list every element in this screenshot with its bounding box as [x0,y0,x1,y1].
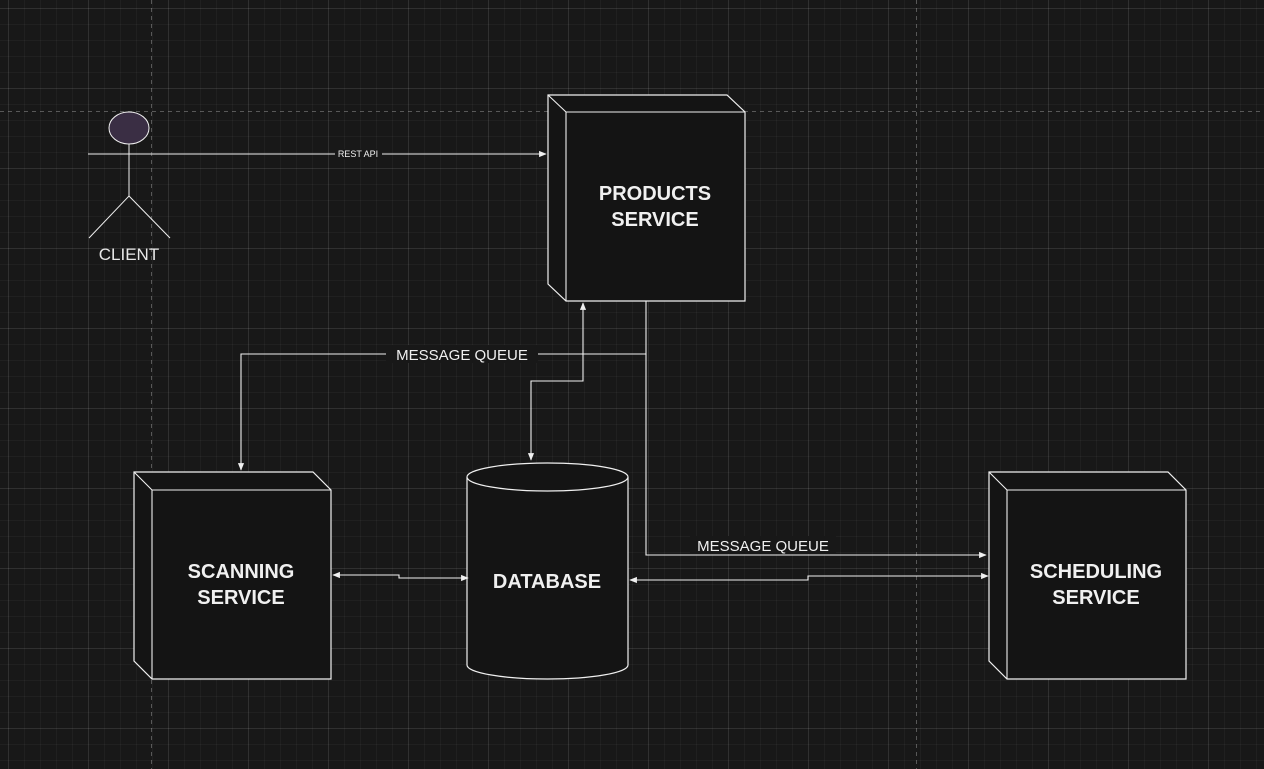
edge-queue-to-scheduling-label: MESSAGE QUEUE [697,538,829,555]
edge-scanning-database[interactable] [332,571,469,582]
scanning-service-outline [133,471,332,680]
edge-products-database[interactable] [527,302,587,461]
edge-products-database-line [527,302,587,461]
scheduling-service-label-line1: SCHEDULING [1030,561,1162,583]
edge-queue-to-scheduling[interactable]: MESSAGE QUEUE [645,354,987,559]
products-service-node[interactable]: PRODUCTS SERVICE [547,94,746,302]
edge-queue-to-scanning[interactable]: MESSAGE QUEUE [237,301,647,471]
database-body [466,477,629,680]
client-right-leg [128,195,171,239]
client-actor[interactable]: CLIENT [88,111,171,264]
scheduling-service-label-line2: SERVICE [1052,587,1139,609]
edge-queue-to-scheduling-label-bg [690,536,836,554]
products-service-label-line1: PRODUCTS [599,183,711,205]
client-label: CLIENT [99,245,159,264]
edge-rest-api-label-bg [335,149,382,159]
scheduling-service-node[interactable]: SCHEDULING SERVICE [988,471,1187,680]
edge-database-scheduling-line [629,572,989,584]
edge-queue-to-scheduling-line [645,354,987,559]
edge-rest-api[interactable]: REST API [170,149,547,159]
scheduling-service-outline [988,471,1187,680]
database-label: DATABASE [493,571,601,593]
edge-rest-api-label: REST API [338,149,378,159]
client-head [108,111,150,145]
edge-queue-to-scanning-label: MESSAGE QUEUE [396,347,528,364]
scanning-service-node[interactable]: SCANNING SERVICE [133,471,332,680]
edge-queue-to-scanning-label-bg [386,345,538,363]
client-left-leg [88,195,130,239]
scanning-service-label-line2: SERVICE [197,587,284,609]
database-top [466,462,629,492]
scanning-service-label-line1: SCANNING [188,561,295,583]
products-service-label-line2: SERVICE [611,209,698,231]
edge-scanning-database-line [332,571,469,582]
products-service-outline [547,94,746,302]
edge-database-scheduling[interactable] [629,572,989,584]
database-node[interactable]: DATABASE [466,462,629,680]
edge-queue-to-scanning-line [237,301,647,471]
